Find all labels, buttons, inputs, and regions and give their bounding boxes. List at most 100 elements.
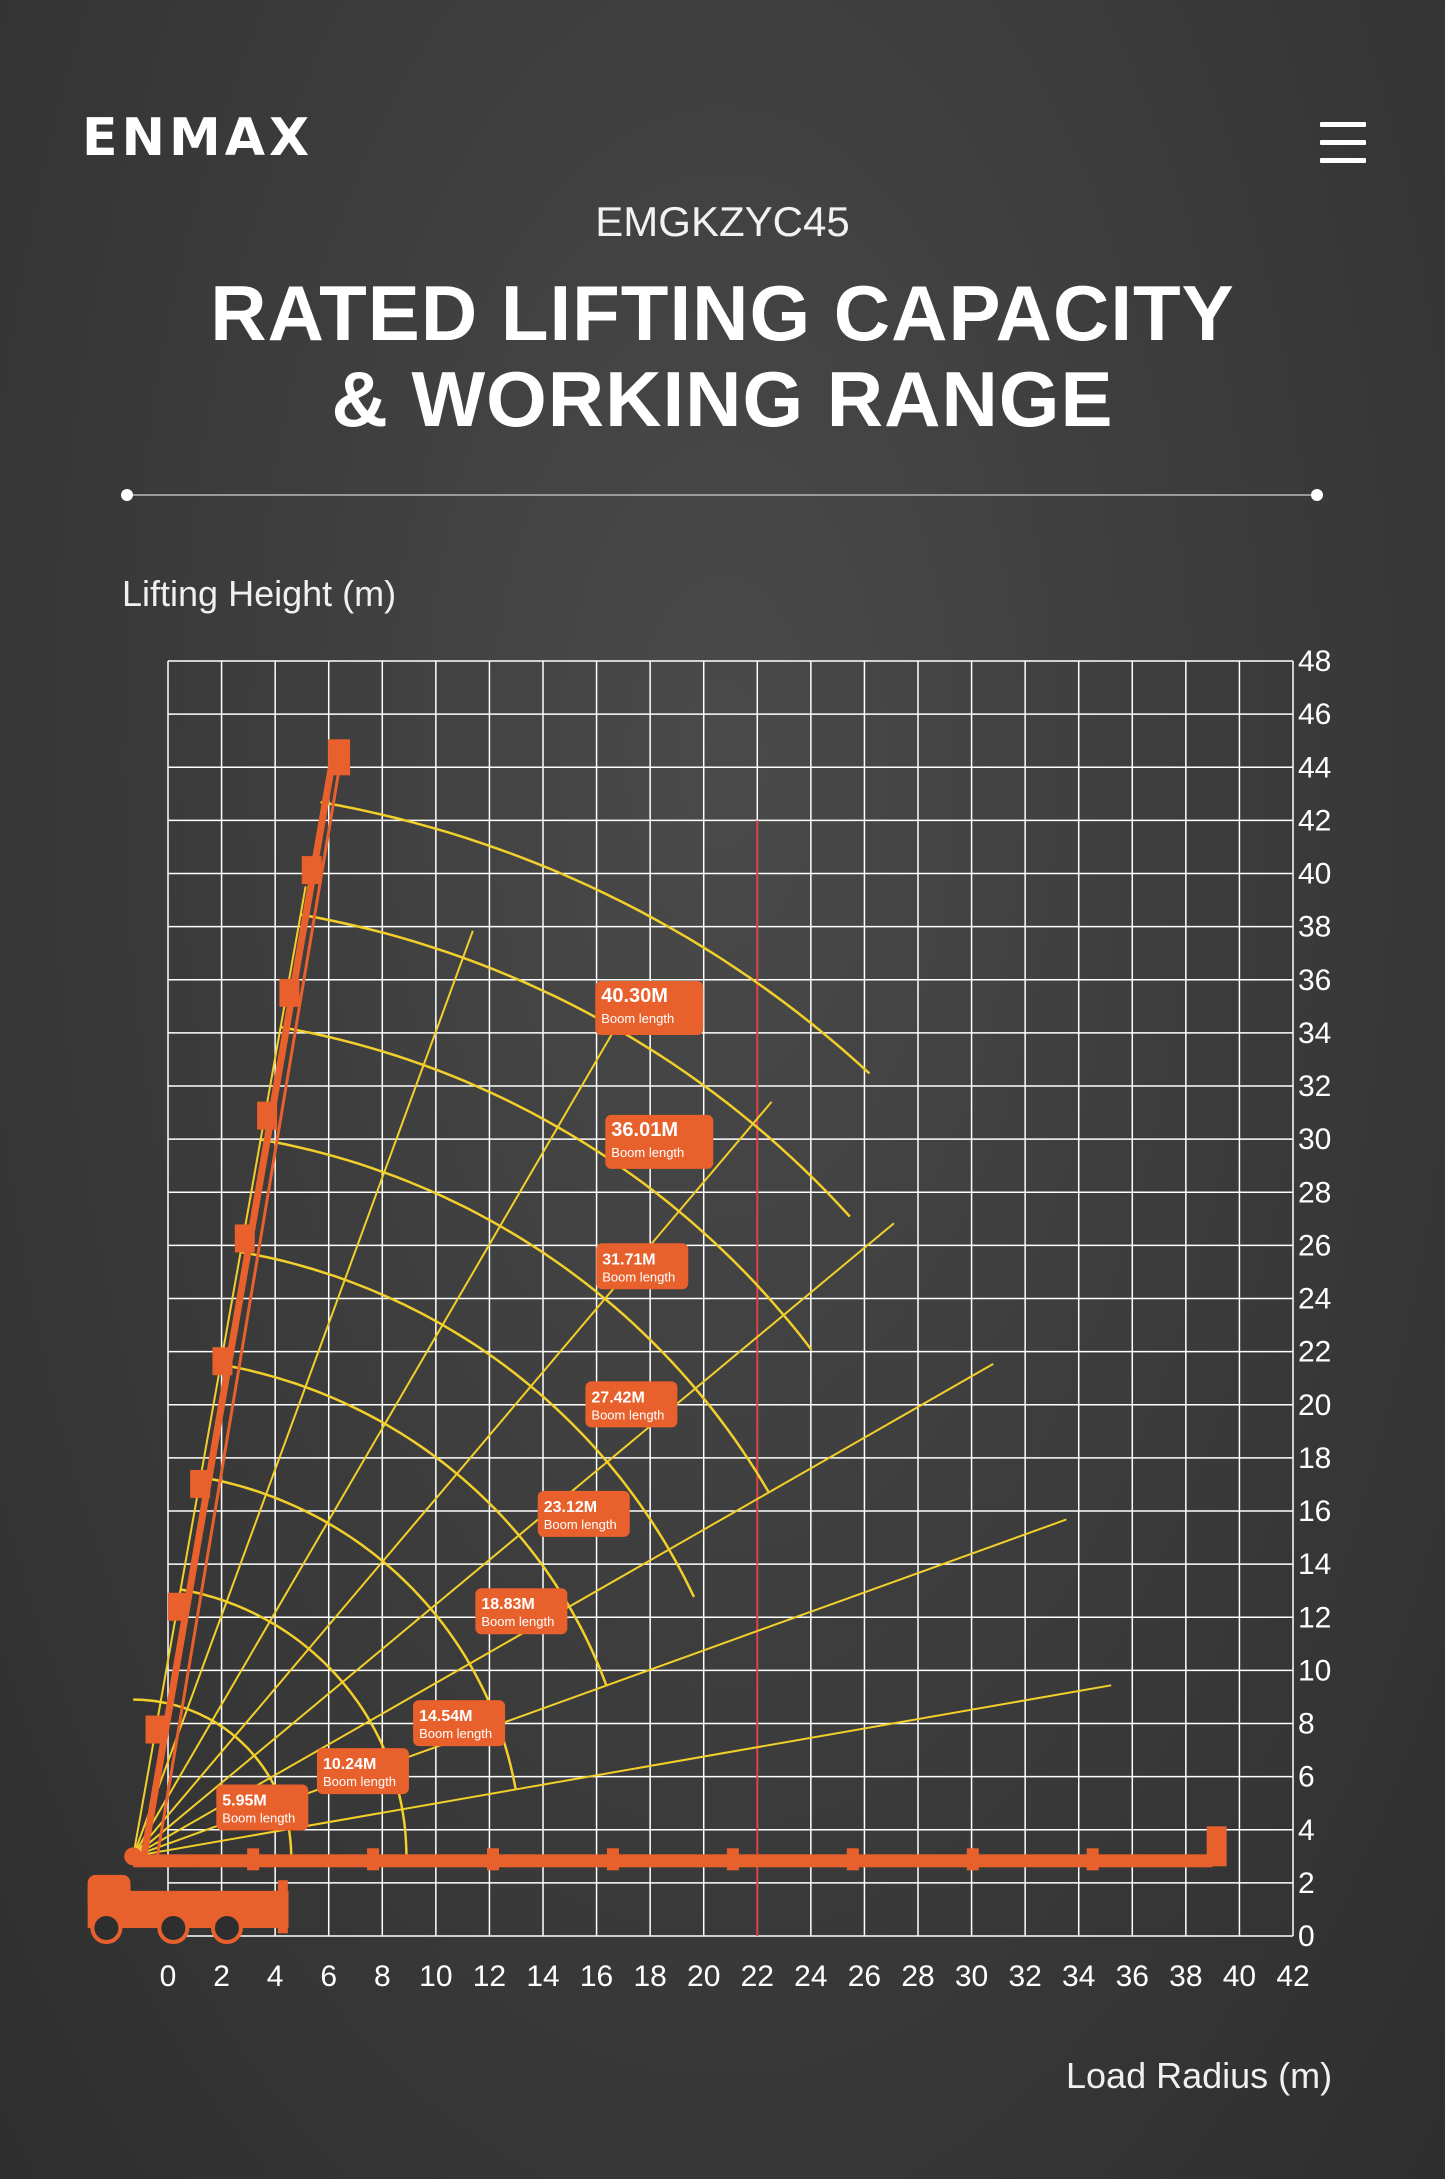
x-tick-label: 42 [1276, 1960, 1309, 1993]
y-axis-label: Lifting Height (m) [122, 573, 397, 614]
boom-length-caption: Boom length [602, 1269, 675, 1284]
working-range-arc [240, 1250, 696, 1598]
boom-length-caption: Boom length [601, 1011, 674, 1026]
x-tick-label: 36 [1116, 1960, 1149, 1993]
boom-section-joint [145, 1715, 166, 1744]
boom-length-value: 10.24M [323, 1756, 376, 1773]
y-tick-label: 12 [1298, 1601, 1331, 1634]
boom-angle-ray [132, 1002, 631, 1857]
x-tick-label: 34 [1062, 1960, 1095, 1993]
y-tick-label: 46 [1298, 698, 1331, 731]
y-tick-label: 36 [1298, 964, 1331, 997]
boom-length-caption: Boom length [323, 1774, 396, 1789]
raised-boom [140, 750, 338, 1857]
truck-wheel [90, 1912, 123, 1945]
boom-length-badge [537, 1490, 630, 1537]
boom-length-caption: Boom length [419, 1726, 492, 1741]
divider-dot-left [121, 489, 133, 501]
x-tick-label: 12 [473, 1960, 506, 1993]
boom-length-caption: Boom length [591, 1407, 664, 1422]
platform-basket [1206, 1826, 1227, 1867]
boom-section-joint [247, 1848, 260, 1871]
boom-section-joint [726, 1848, 739, 1871]
divider-dot-right [1311, 489, 1323, 501]
y-tick-label: 42 [1298, 804, 1331, 837]
x-tick-label: 24 [794, 1960, 827, 1993]
boom-section-joint [966, 1848, 979, 1871]
page-title-line1: RATED LIFTING CAPACITY [210, 269, 1235, 357]
x-tick-label: 14 [526, 1960, 559, 1993]
x-tick-label: 0 [160, 1960, 177, 1993]
boom-length-value: 27.42M [591, 1389, 644, 1406]
y-tick-label: 26 [1298, 1229, 1331, 1262]
y-tick-label: 34 [1298, 1017, 1331, 1050]
divider [126, 494, 1318, 496]
y-tick-label: 8 [1298, 1708, 1315, 1741]
working-range-arc [260, 1138, 770, 1494]
x-tick-label: 26 [848, 1960, 881, 1993]
boom-length-badge [316, 1748, 409, 1795]
boom-section-joint [1086, 1848, 1099, 1871]
x-tick-label: 4 [267, 1960, 284, 1993]
y-tick-label: 48 [1298, 645, 1331, 678]
working-range-arc [220, 1363, 608, 1686]
boom-pivot [124, 1847, 143, 1866]
hamburger-menu-icon[interactable] [1320, 122, 1366, 164]
boom-section-joint [367, 1848, 380, 1871]
x-tick-label: 2 [213, 1960, 230, 1993]
boom-length-caption: Boom length [222, 1810, 295, 1825]
boom-length-value: 14.54M [419, 1708, 472, 1725]
boom-length-value: 31.71M [602, 1251, 655, 1268]
boom-length-badge [595, 980, 704, 1035]
boom-length-value: 5.95M [222, 1792, 266, 1809]
x-axis-label: Load Radius (m) [1066, 2055, 1333, 2096]
y-tick-label: 16 [1298, 1495, 1331, 1528]
y-tick-label: 40 [1298, 858, 1331, 891]
boom-length-caption: Boom length [611, 1145, 684, 1160]
y-tick-label: 38 [1298, 911, 1331, 944]
x-tick-label: 10 [419, 1960, 452, 1993]
boom-angle-ray [132, 1101, 773, 1857]
x-tick-label: 16 [580, 1960, 613, 1993]
boom-section-joint [167, 1592, 188, 1621]
x-tick-label: 40 [1223, 1960, 1256, 1993]
y-tick-label: 32 [1298, 1070, 1331, 1103]
boom-length-caption: Boom length [481, 1614, 554, 1629]
working-range-arc [320, 800, 871, 1075]
truck-wheel [157, 1912, 190, 1945]
boom-length-badge [585, 1381, 678, 1428]
boom-length-badge [413, 1700, 506, 1747]
y-tick-label: 28 [1298, 1176, 1331, 1209]
boom-section-joint [212, 1347, 233, 1376]
extended-boom [133, 1854, 1213, 1868]
boom-length-value: 36.01M [611, 1119, 678, 1141]
boom-angle-ray [132, 1222, 895, 1858]
logo: ENMAX [82, 108, 314, 168]
boom-section-joint [279, 978, 300, 1007]
y-tick-label: 0 [1298, 1920, 1315, 1953]
x-tick-label: 38 [1169, 1960, 1202, 1993]
boom-length-caption: Boom length [544, 1517, 617, 1532]
y-tick-label: 30 [1298, 1123, 1331, 1156]
boom-length-badge [216, 1784, 309, 1831]
boom-length-value: 18.83M [481, 1596, 534, 1613]
y-tick-label: 4 [1298, 1814, 1315, 1847]
y-tick-label: 20 [1298, 1389, 1331, 1422]
boom-angle-ray [133, 1684, 1112, 1858]
x-tick-label: 32 [1008, 1960, 1041, 1993]
truck-outrigger [277, 1880, 288, 1934]
boom-length-badge [475, 1588, 568, 1635]
x-tick-label: 30 [955, 1960, 988, 1993]
x-tick-label: 28 [901, 1960, 934, 1993]
boom-length-value: 23.12M [544, 1499, 597, 1516]
x-tick-label: 20 [687, 1960, 720, 1993]
y-tick-label: 14 [1298, 1548, 1331, 1581]
boom-length-badge [605, 1114, 714, 1169]
x-tick-label: 18 [633, 1960, 666, 1993]
boom-section-joint [234, 1224, 255, 1253]
truck-wheel [210, 1912, 243, 1945]
y-tick-label: 6 [1298, 1761, 1315, 1794]
boom-section-joint [190, 1469, 211, 1498]
y-tick-label: 10 [1298, 1654, 1331, 1687]
platform-basket [328, 739, 351, 776]
